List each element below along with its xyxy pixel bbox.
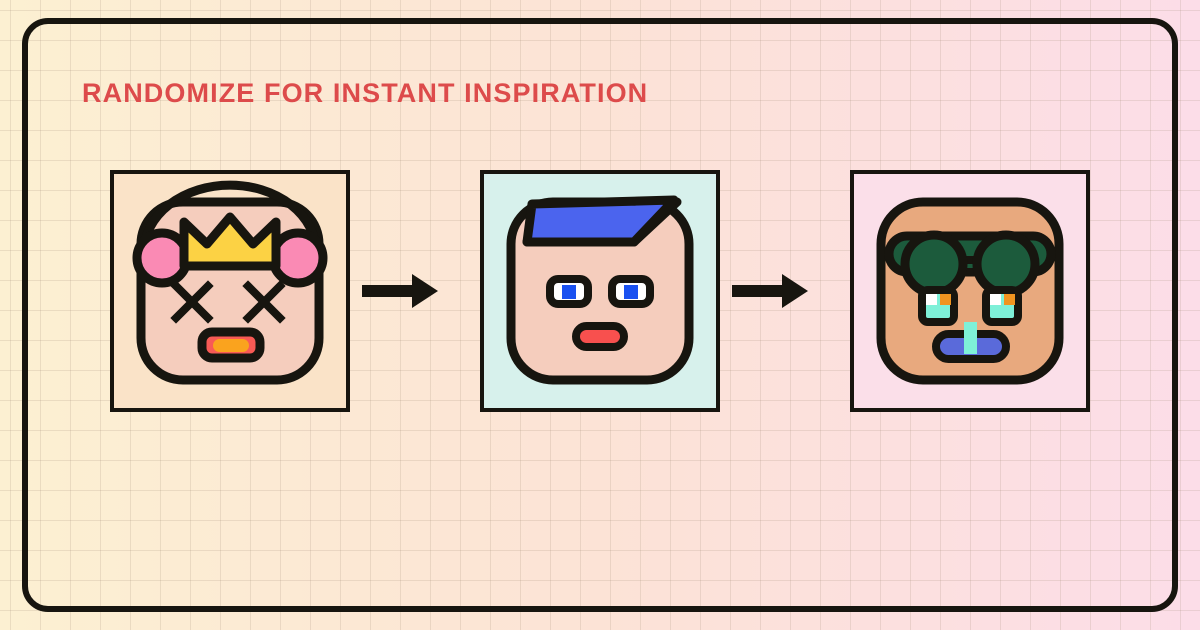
headphone-band-1 (139, 180, 321, 257)
eye-left-1 (170, 280, 214, 324)
arrow-right-icon (362, 274, 438, 308)
arrow-2 (732, 268, 810, 314)
page-title: RANDOMIZE FOR INSTANT INSPIRATION (82, 78, 649, 108)
pupil-right-2 (624, 285, 638, 299)
eye-left-accent-3 (940, 294, 951, 305)
eye-left-highlight-3 (926, 294, 937, 305)
eye-right-accent-3 (1004, 294, 1015, 305)
avatar-face-1 (114, 174, 346, 408)
avatar-card-1[interactable] (110, 170, 350, 412)
tongue-1 (213, 339, 249, 352)
cap-top-2 (522, 195, 679, 247)
avatar-card-2[interactable] (480, 170, 720, 412)
mouth-bar-overlay-3 (964, 322, 977, 354)
sunglasses-lens-right-3 (972, 230, 1040, 298)
avatar-card-3[interactable] (850, 170, 1090, 412)
mouth-2 (572, 322, 628, 351)
sunglasses-lens-left-3 (900, 230, 968, 298)
eye-right-highlight-3 (990, 294, 1001, 305)
avatar-face-3 (854, 174, 1086, 408)
eye-left-3 (918, 286, 958, 326)
arrow-1 (362, 268, 440, 314)
avatar-face-2 (484, 174, 716, 408)
eye-right-1 (242, 280, 286, 324)
crown-icon-1 (179, 212, 281, 271)
eye-right-3 (982, 286, 1022, 326)
poster-frame-border (22, 18, 1178, 612)
arrow-right-icon (732, 274, 808, 308)
pupil-left-2 (562, 285, 576, 299)
avatar-sequence-row (0, 170, 1200, 412)
